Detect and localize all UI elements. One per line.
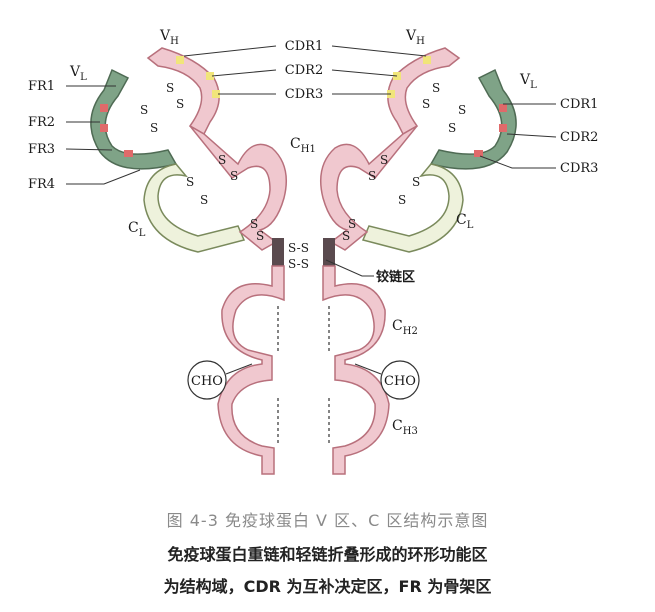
cdr3-top-label: CDR3 xyxy=(285,87,323,102)
hinge-label: 铰链区 xyxy=(376,269,415,285)
vl-left-label: VL xyxy=(69,64,87,83)
left-cdr3-segment xyxy=(124,150,133,157)
fr1-label: FR1 xyxy=(28,79,55,94)
cdr2-top-label: CDR2 xyxy=(285,63,323,78)
vh-right-label: VH xyxy=(405,28,425,47)
left-heavy-chain xyxy=(148,48,286,474)
ss-left-3: S xyxy=(166,81,174,95)
cdr1-top-label: CDR1 xyxy=(285,39,323,54)
ss-right-7: S xyxy=(380,153,388,167)
ss-left-2: S xyxy=(150,121,158,135)
cho-left-label: CHO xyxy=(191,374,223,389)
left-cdr1-segment xyxy=(100,104,108,112)
cl-right-label: CL xyxy=(456,212,474,231)
cl-left-label: CL xyxy=(128,220,146,239)
left-fc-domain xyxy=(218,266,284,474)
ch2-label: CH2 xyxy=(392,318,418,337)
ss-right-5: S xyxy=(412,175,420,189)
left-hinge xyxy=(272,238,284,266)
ss-right-2: S xyxy=(448,121,456,135)
right-cdr1-segment xyxy=(499,104,507,112)
ss-left-10: S xyxy=(256,229,264,243)
right-heavy-chain xyxy=(321,48,459,474)
right-vl-domain xyxy=(431,70,516,169)
ss-right-3: S xyxy=(432,81,440,95)
figure-caption-line-2: 免疫球蛋白重链和轻链折叠形成的环形功能区 xyxy=(0,541,655,565)
vh-left-label: VH xyxy=(159,28,179,47)
right-fc-domain xyxy=(323,266,389,474)
left-vh-cdr1 xyxy=(176,56,184,64)
ss-left-4: S xyxy=(176,97,184,111)
ss-left-6: S xyxy=(200,193,208,207)
fr4-label: FR4 xyxy=(28,177,55,192)
ss-left-1: S xyxy=(140,103,148,117)
ss-left-5: S xyxy=(186,175,194,189)
cdr1-right-label: CDR1 xyxy=(560,97,598,112)
vl-right-label: VL xyxy=(519,72,537,91)
fr3-label: FR3 xyxy=(28,142,55,157)
right-vh-cdr1 xyxy=(423,56,431,64)
cdr3-right-label: CDR3 xyxy=(560,161,598,176)
ss-right-6: S xyxy=(398,193,406,207)
ss-hinge-1: S-S xyxy=(288,241,309,255)
fc-intra-bonds xyxy=(278,306,329,444)
ss-hinge-2: S-S xyxy=(288,257,309,271)
cho-right-label: CHO xyxy=(384,374,416,389)
ch1-label: CH1 xyxy=(290,136,316,155)
fr2-label: FR2 xyxy=(28,115,55,130)
cdr2-right-label: CDR2 xyxy=(560,130,598,145)
right-cdr2-segment xyxy=(499,124,507,132)
ss-right-1: S xyxy=(458,103,466,117)
ss-left-7: S xyxy=(218,153,226,167)
ss-right-10: S xyxy=(342,229,350,243)
right-cdr3-segment xyxy=(474,150,483,157)
left-cdr2-segment xyxy=(100,124,108,132)
ss-right-8: S xyxy=(368,169,376,183)
left-vl-domain xyxy=(91,70,176,169)
figure-caption-line-3: 为结构域，CDR 为互补决定区，FR 为骨架区 xyxy=(0,573,655,597)
figure-caption-title: 图 4-3 免疫球蛋白 V 区、C 区结构示意图 xyxy=(0,507,655,531)
ss-left-8: S xyxy=(230,169,238,183)
ch3-label: CH3 xyxy=(392,418,418,437)
ss-right-4: S xyxy=(422,97,430,111)
